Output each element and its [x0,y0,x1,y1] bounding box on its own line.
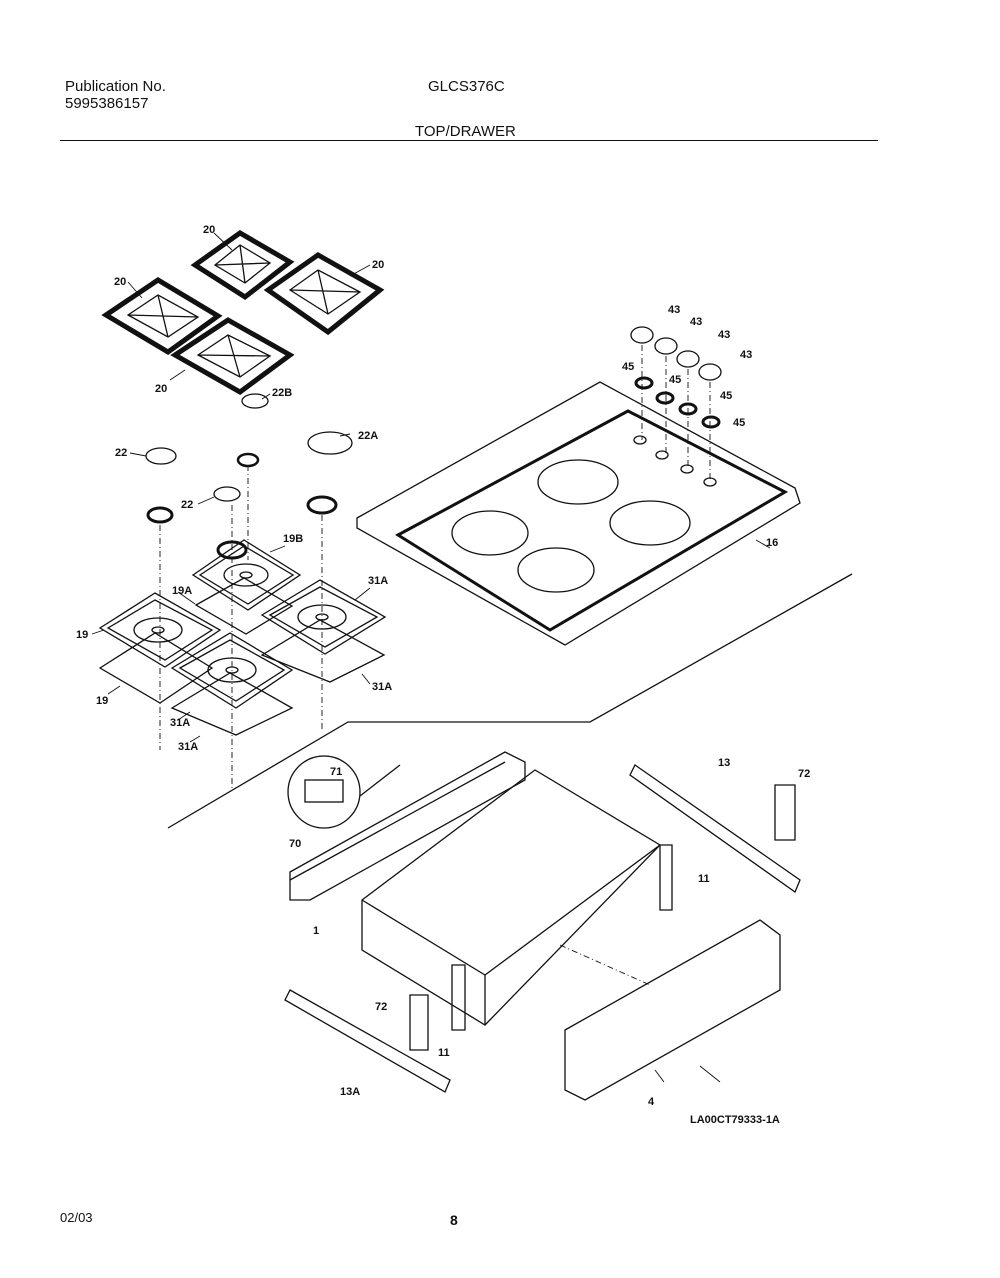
callout-20: 20 [155,383,167,395]
callout-45: 45 [669,374,681,386]
page-number: 8 [450,1212,458,1228]
model-number: GLCS376C [428,78,505,95]
callout-43: 43 [740,349,752,361]
drawer [361,769,662,1026]
callout-13a: 13A [340,1086,360,1098]
callout-45: 45 [733,417,745,429]
burner-grate [101,277,223,355]
publication-label: Publication No. [65,78,166,95]
callout-11: 11 [698,873,710,885]
publication-number: 5995386157 [65,95,149,112]
callout-31a: 31A [178,741,198,753]
callout-19b: 19B [283,533,303,545]
callout-4: 4 [648,1096,655,1108]
callout-70: 70 [289,838,301,850]
callout-22b: 22B [272,387,292,399]
callout-43: 43 [690,316,702,328]
callout-1: 1 [313,925,319,937]
callout-20: 20 [203,224,215,236]
callout-43: 43 [668,304,680,316]
burner-grate [170,317,295,395]
callout-20: 20 [114,276,126,288]
callout-19: 19 [76,629,88,641]
callout-31a: 31A [372,681,392,693]
section-title: TOP/DRAWER [415,123,516,140]
callout-72: 72 [798,768,810,780]
callout-13: 13 [718,757,730,769]
callout-72: 72 [375,1001,387,1013]
callout-22a: 22A [358,430,378,442]
callout-31a: 31A [368,575,388,587]
callout-43: 43 [718,329,730,341]
header-rule [60,140,878,141]
drawing-number: LA00CT79333-1A [690,1114,780,1126]
callout-11: 11 [438,1047,450,1059]
callout-22: 22 [115,447,127,459]
callout-31a: 31A [170,717,190,729]
callout-71: 71 [330,766,342,778]
callout-45: 45 [622,361,634,373]
callout-20: 20 [372,259,384,271]
callout-16: 16 [766,537,778,549]
callout-19: 19 [96,695,108,707]
callout-19a: 19A [172,585,192,597]
callout-22: 22 [181,499,193,511]
callout-labels: 20 20 20 20 22B 22 22A 22 19B 19A 31A 19 31A 19 31A 31A… [76,224,810,1108]
footer-date: 02/03 [60,1210,93,1225]
burner-grate [263,252,385,336]
cooktop [356,381,801,646]
callout-45: 45 [720,390,732,402]
